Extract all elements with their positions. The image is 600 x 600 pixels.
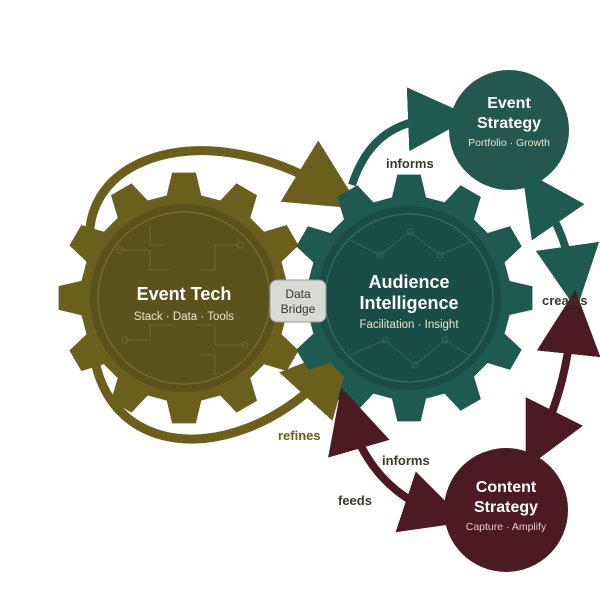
content-strategy-title-1: Content bbox=[476, 479, 537, 496]
event-strategy-title-2: Strategy bbox=[477, 115, 541, 132]
event-strategy-node: Event Strategy Portfolio · Growth bbox=[449, 70, 569, 190]
audience-intelligence-gear: Audience Intelligence Facilitation · Ins… bbox=[285, 174, 533, 422]
content-strategy-title-2: Strategy bbox=[474, 499, 538, 516]
event-strategy-title-1: Event bbox=[487, 95, 531, 112]
audience-intelligence-title-1: Audience bbox=[368, 272, 449, 292]
content-strategy-node: Content Strategy Capture · Amplify bbox=[444, 448, 568, 572]
data-bridge: Data Bridge bbox=[269, 279, 327, 323]
label-informs-bottom: informs bbox=[382, 453, 430, 468]
event-tech-title: Event Tech bbox=[137, 284, 232, 304]
label-informs-top: informs bbox=[386, 156, 434, 171]
event-tech-gear: Event Tech Stack · Data · Tools bbox=[58, 172, 310, 424]
arrow-ai-content-strategy bbox=[328, 387, 467, 533]
data-bridge-line1: Data bbox=[285, 287, 311, 301]
label-refines: refines bbox=[278, 428, 321, 443]
arrow-content-strategy-creates bbox=[525, 290, 600, 469]
label-creates: creates bbox=[542, 293, 588, 308]
event-tech-subtitle: Stack · Data · Tools bbox=[134, 311, 234, 323]
audience-intelligence-title-2: Intelligence bbox=[359, 293, 458, 313]
event-strategy-subtitle: Portfolio · Growth bbox=[468, 137, 550, 149]
label-feeds: feeds bbox=[338, 493, 372, 508]
arrow-ai-to-event-strategy bbox=[348, 87, 472, 187]
audience-intelligence-subtitle: Facilitation · Insight bbox=[359, 319, 459, 331]
content-strategy-subtitle: Capture · Amplify bbox=[466, 521, 547, 533]
data-bridge-line2: Bridge bbox=[281, 302, 316, 316]
arrow-event-strategy-creates bbox=[521, 169, 600, 310]
